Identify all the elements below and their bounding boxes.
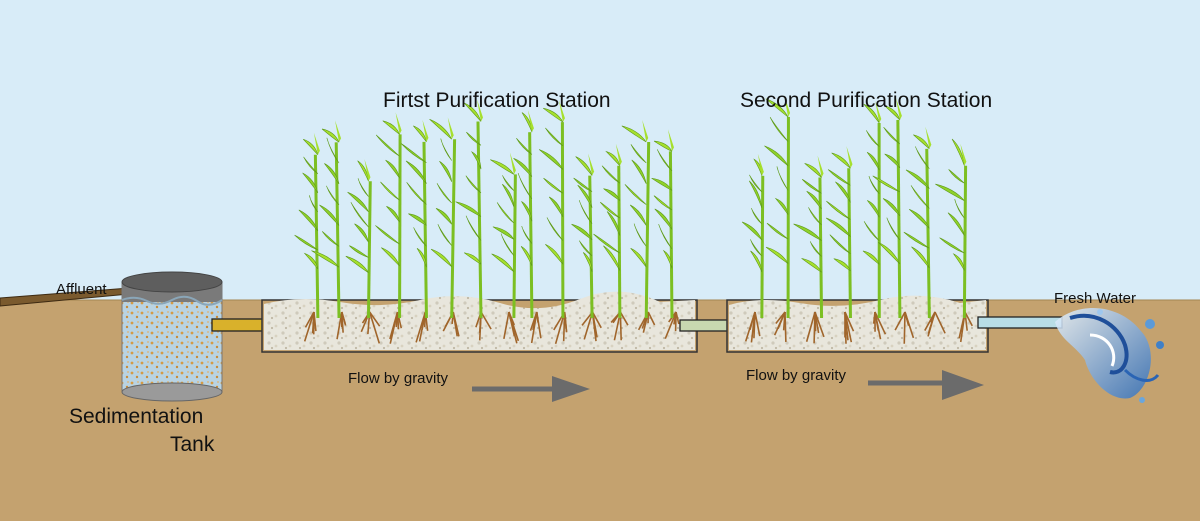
root-cluster xyxy=(872,311,887,340)
root-cluster xyxy=(529,311,542,344)
root-cluster xyxy=(744,311,761,343)
reed-plant-icon xyxy=(513,110,534,319)
reed-plant-icon xyxy=(793,155,824,319)
tank-label-line2: Tank xyxy=(170,433,215,456)
flow-arrow-1 xyxy=(472,376,590,402)
purification-station-2 xyxy=(726,95,989,353)
reed-plant-icon xyxy=(621,120,651,319)
reed-plant-icon xyxy=(862,101,882,319)
reed-plant-icon xyxy=(429,117,457,319)
reed-plant-icon xyxy=(651,129,674,319)
reed-plant-icon xyxy=(400,119,429,319)
reed-plant-icon xyxy=(571,153,595,319)
root-cluster xyxy=(503,311,520,344)
reed-plant-icon xyxy=(741,153,765,319)
reed-plant-icon xyxy=(455,99,483,319)
reed-plant-icon xyxy=(825,146,853,319)
station1-title: Firtst Purification Station xyxy=(383,89,611,112)
reed-plant-icon xyxy=(375,112,402,319)
water-splash-icon xyxy=(1055,308,1164,403)
affluent-label: Affluent xyxy=(56,281,107,298)
fresh-water-label: Fresh Water xyxy=(1054,290,1136,307)
flow-arrow-2 xyxy=(868,370,984,400)
root-cluster xyxy=(389,311,403,344)
purification-station-1 xyxy=(261,99,698,353)
reed-plant-icon xyxy=(345,159,372,319)
reed-plant-icon xyxy=(764,95,791,319)
reed-plant-icon xyxy=(311,120,342,319)
reed-plant-icon xyxy=(872,97,902,319)
root-cluster xyxy=(894,311,915,344)
reed-plant-icon xyxy=(935,138,968,319)
root-cluster xyxy=(336,311,347,340)
root-cluster xyxy=(805,311,825,344)
reed-plant-icon xyxy=(490,152,517,319)
root-cluster xyxy=(773,311,787,342)
root-cluster xyxy=(844,311,855,344)
sedimentation-tank-icon xyxy=(121,271,223,402)
tank-label-line1: Sedimentation xyxy=(69,405,204,428)
root-cluster xyxy=(924,311,946,337)
flow-label-2: Flow by gravity xyxy=(746,367,847,384)
root-cluster xyxy=(303,311,317,342)
reed-plant-icon xyxy=(593,143,622,319)
station2-title: Second Purification Station xyxy=(740,89,993,112)
outlet-pipe xyxy=(977,316,1063,329)
reed-plant-icon xyxy=(294,132,320,319)
reed-plant-icon xyxy=(903,126,932,319)
reed-plant-icon xyxy=(538,100,565,319)
flow-label-1: Flow by gravity xyxy=(348,370,449,387)
